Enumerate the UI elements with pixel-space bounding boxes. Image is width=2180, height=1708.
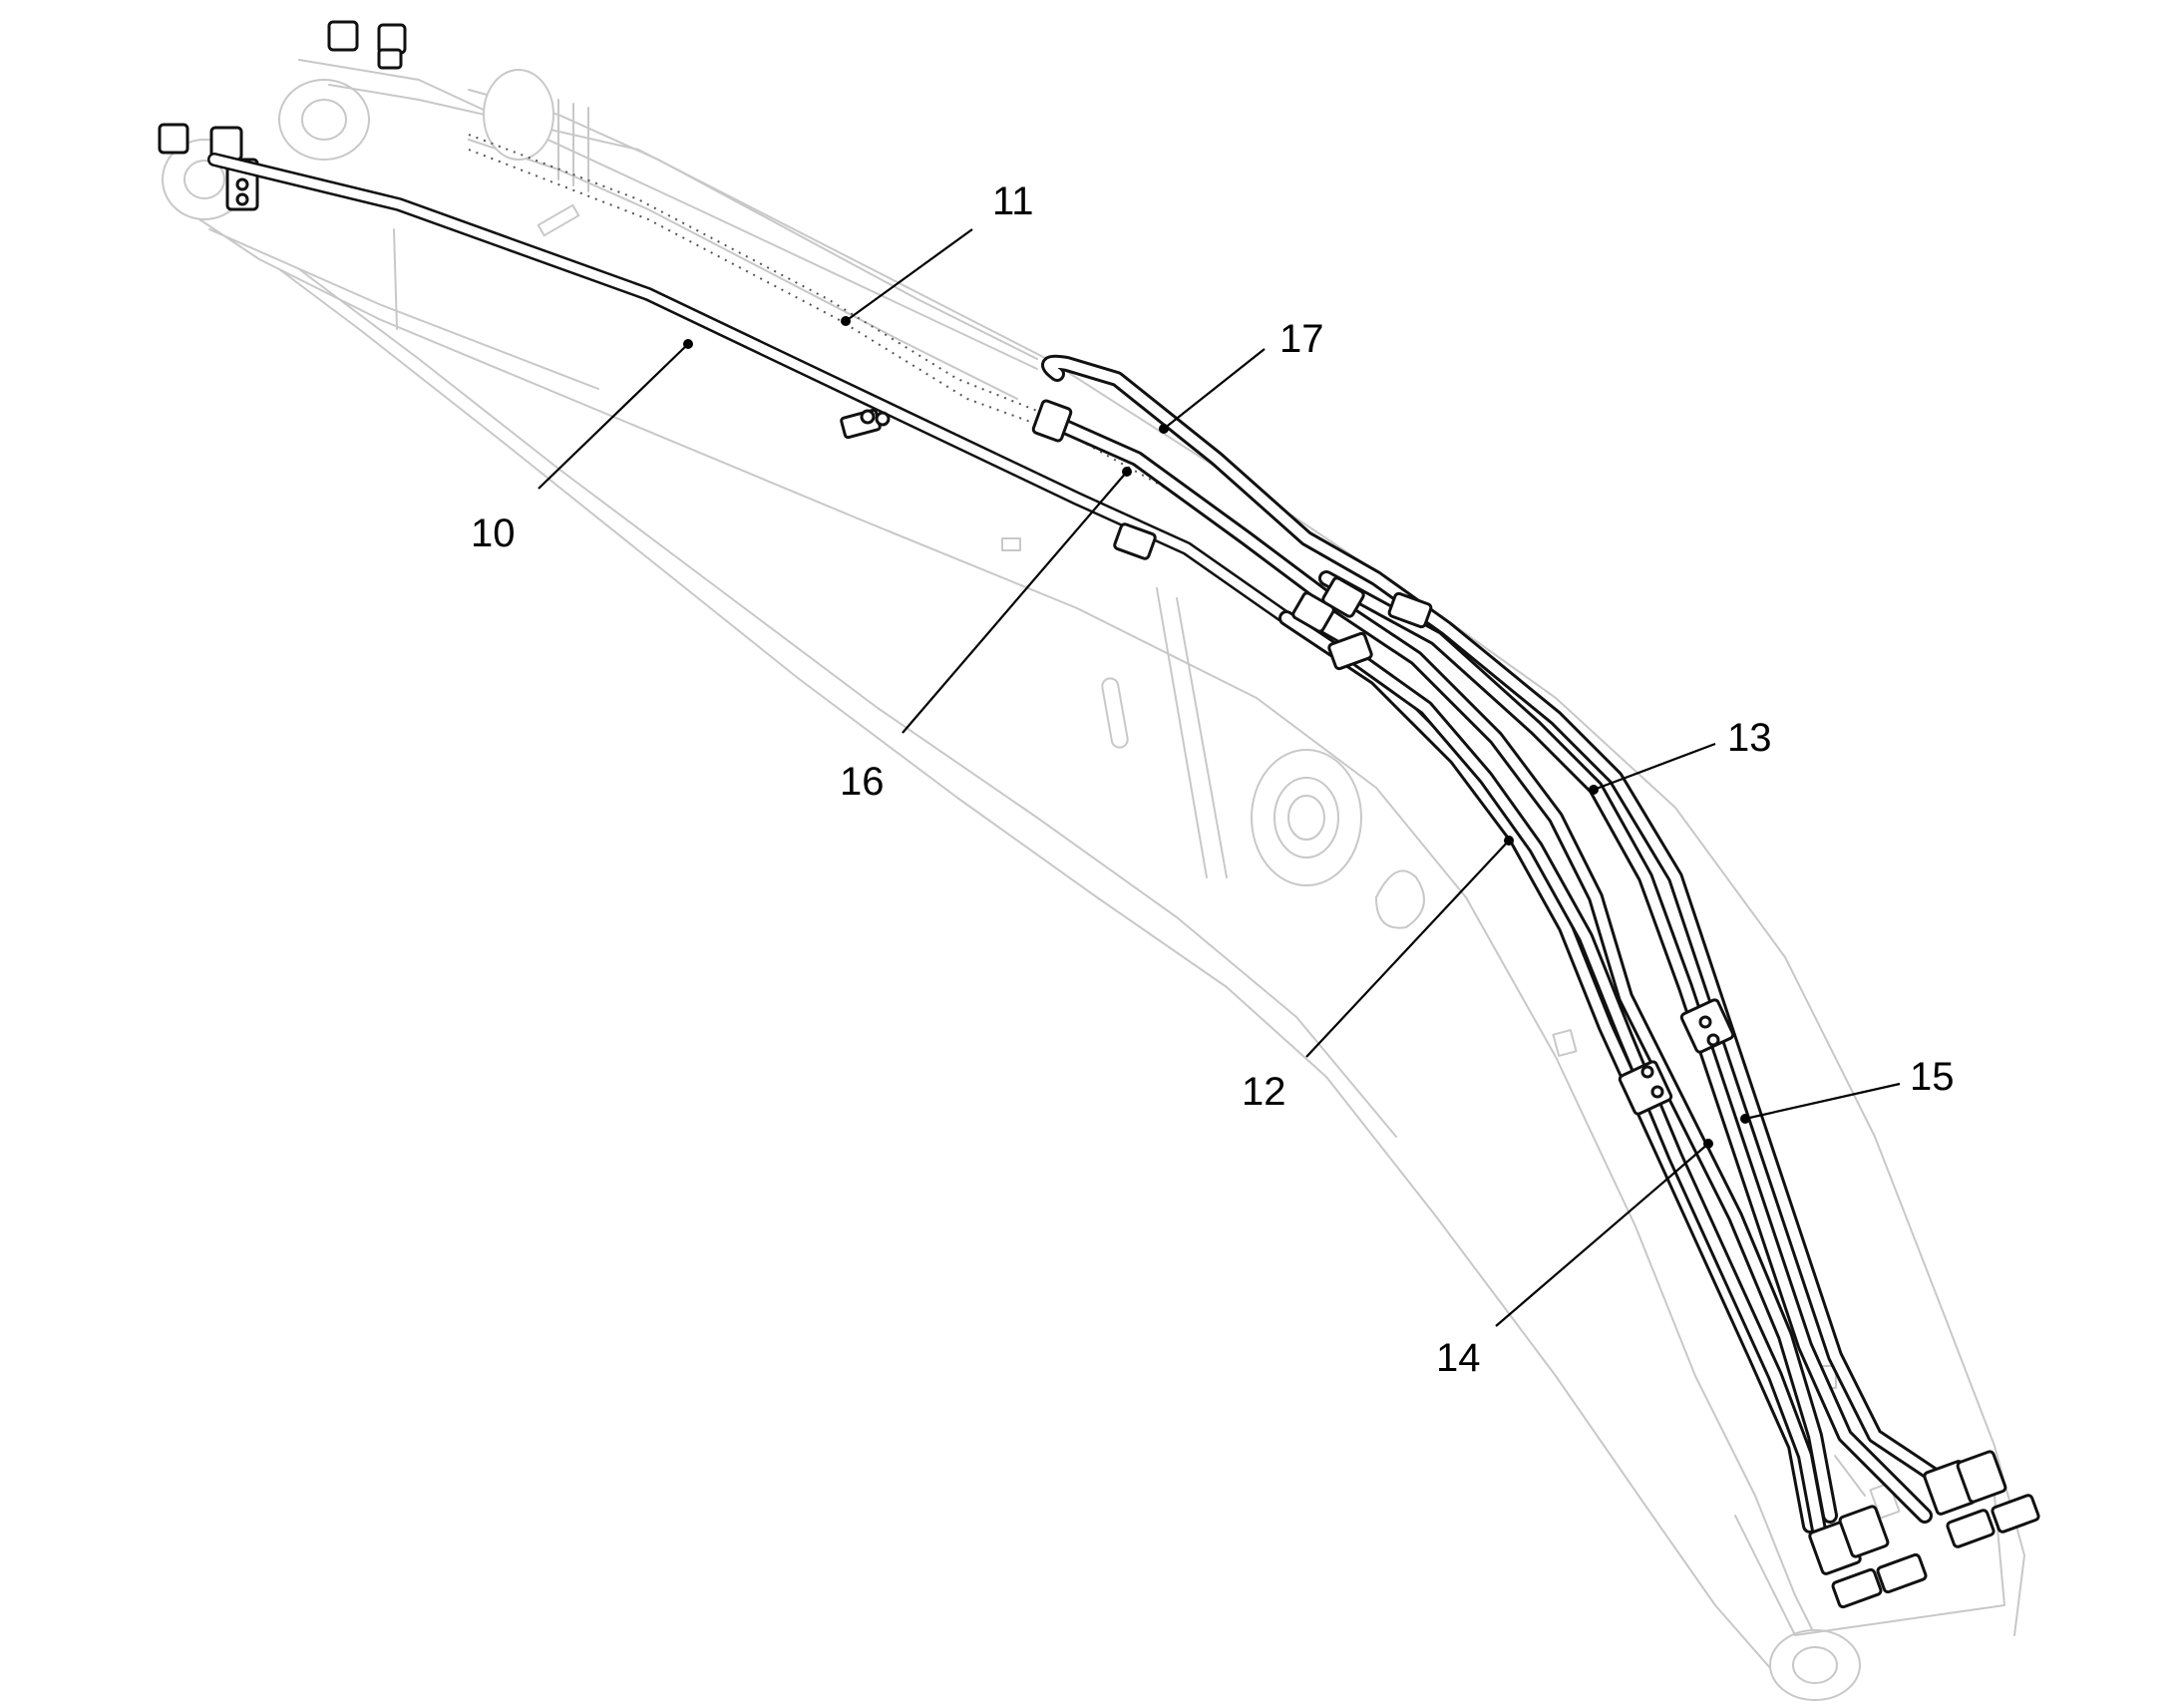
callout-12: 12 <box>1242 836 1514 1114</box>
callout-label-11: 11 <box>992 179 1034 223</box>
callout-label-13: 13 <box>1727 716 1772 760</box>
callout-15: 15 <box>1740 1055 1955 1124</box>
callout-label-15: 15 <box>1910 1055 1955 1099</box>
rear-fittings <box>158 20 407 211</box>
callout-13: 13 <box>1589 716 1772 795</box>
callouts: 10 11 12 13 14 15 16 <box>471 179 1955 1380</box>
callout-label-12: 12 <box>1242 1070 1286 1114</box>
hose-clamps <box>840 399 1735 1116</box>
callout-10: 10 <box>471 339 693 555</box>
callout-14: 14 <box>1436 1139 1713 1380</box>
boom-outline <box>162 59 2025 1701</box>
callout-label-17: 17 <box>1279 317 1324 361</box>
callout-16: 16 <box>840 467 1132 804</box>
callout-11: 11 <box>841 179 1034 326</box>
hose-10 <box>207 153 1363 665</box>
hose-bundle <box>1039 354 1978 1543</box>
hidden-hose-11 <box>468 134 1228 519</box>
callout-label-16: 16 <box>840 760 885 804</box>
callout-label-10: 10 <box>471 512 516 555</box>
tip-fittings <box>1808 1450 2040 1609</box>
callout-label-14: 14 <box>1436 1336 1481 1380</box>
callout-17: 17 <box>1159 317 1324 434</box>
